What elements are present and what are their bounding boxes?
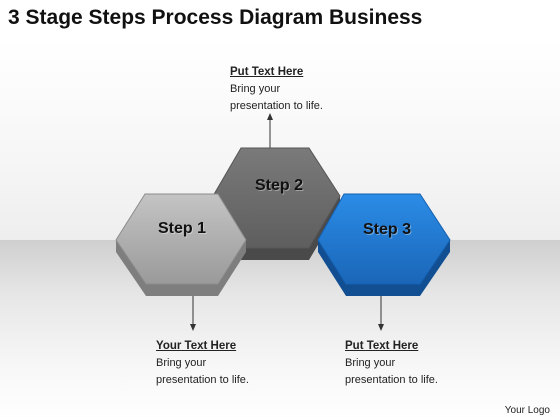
background-floor <box>0 240 560 420</box>
arrow-down-step3 <box>378 294 384 331</box>
callout-left-heading: Your Text Here <box>156 340 237 352</box>
page-title: 3 Stage Steps Process Diagram Business <box>8 6 423 29</box>
step-1-label: Step 1 <box>158 220 207 237</box>
callout-left: Your Text Here Bring your presentation t… <box>156 338 249 389</box>
callout-right: Put Text Here Bring your presentation to… <box>345 338 438 389</box>
callout-top-line2: presentation to life. <box>230 100 323 112</box>
step-2-label: Step 2 <box>255 177 304 194</box>
hexagon-step-3 <box>317 193 451 296</box>
arrow-down-step1 <box>190 296 196 331</box>
arrow-up-step2 <box>267 113 273 148</box>
callout-top: Put Text Here Bring your presentation to… <box>230 64 323 115</box>
hexagon-step-1 <box>115 193 247 296</box>
callout-top-heading: Put Text Here <box>230 66 304 78</box>
callout-right-heading: Put Text Here <box>345 340 419 352</box>
logo-placeholder: Your Logo <box>504 405 550 416</box>
callout-right-line2: presentation to life. <box>345 374 438 386</box>
callout-right-line1: Bring your <box>345 357 396 369</box>
callout-left-line2: presentation to life. <box>156 374 249 386</box>
step-3-label: Step 3 <box>363 221 412 238</box>
callout-left-line1: Bring your <box>156 357 207 369</box>
callout-top-line1: Bring your <box>230 83 281 95</box>
